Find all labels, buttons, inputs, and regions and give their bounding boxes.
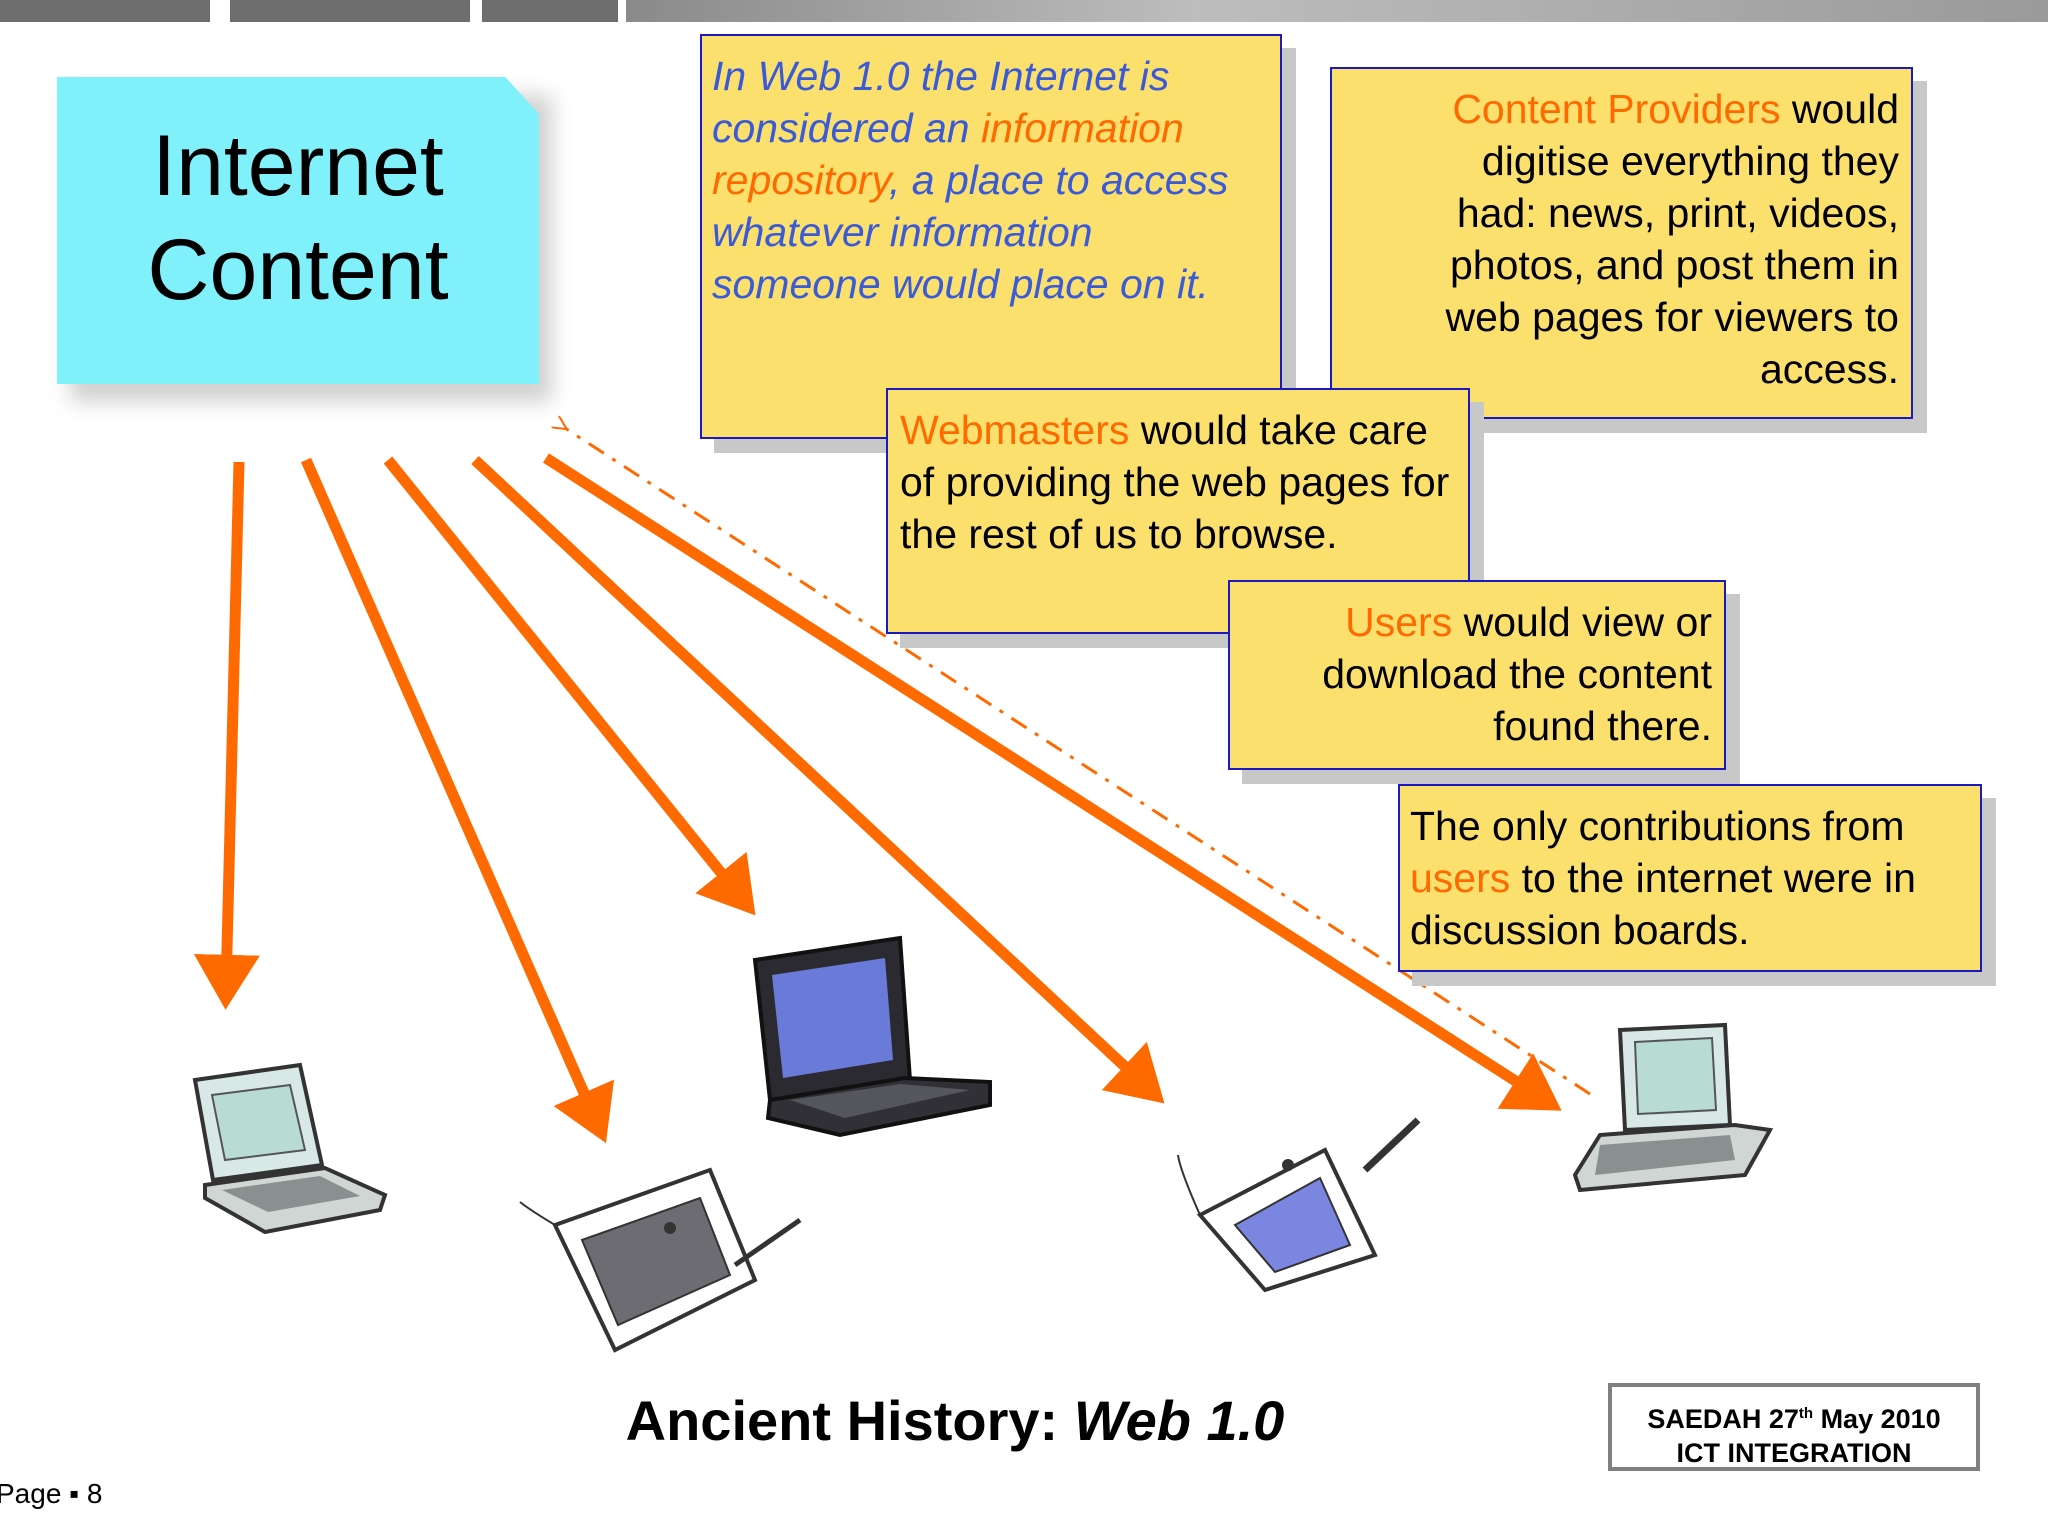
note-users-rest: would view or download the content found… xyxy=(1322,599,1712,749)
note-webmasters-highlight: Webmasters xyxy=(900,407,1130,453)
note-web10-text: In Web 1.0 the Internet is considered an… xyxy=(712,53,1229,307)
arrow-to-laptop-dark xyxy=(383,456,756,916)
top-bar-segment-1 xyxy=(0,0,210,22)
note-users-highlight: Users xyxy=(1345,599,1453,645)
note-web10-repository: In Web 1.0 the Internet is considered an… xyxy=(700,34,1282,439)
top-bar-segment-2 xyxy=(230,0,470,22)
note-users: Users would view or download the content… xyxy=(1228,580,1726,770)
dashed-return-arrow xyxy=(565,428,1591,1096)
internet-content-title: Internet Content xyxy=(57,114,539,322)
arrow-to-tablet-right xyxy=(471,455,1165,1104)
note-contributions-part2: to the internet were in discussion board… xyxy=(1410,855,1916,953)
caption-prefix: Ancient History: xyxy=(625,1389,1074,1452)
tablet-left-icon xyxy=(519,1167,802,1353)
stamp-line1-sup: th xyxy=(1798,1405,1814,1422)
arrow-to-laptop-right xyxy=(543,453,1562,1111)
laptop-dark-icon xyxy=(752,935,992,1138)
arrow-to-laptop-small xyxy=(193,461,260,1010)
note-web10-highlight: information repository xyxy=(712,105,1184,203)
laptop-small-icon xyxy=(192,1062,388,1235)
page-number: Page ▪ 8 xyxy=(0,1478,103,1509)
event-stamp: SAEDAH 27th May 2010 ICT INTEGRATION xyxy=(1608,1383,1980,1471)
stamp-line1-post: May 2010 xyxy=(1813,1404,1941,1434)
stamp-line-2: ICT INTEGRATION xyxy=(1676,1438,1912,1468)
slide-caption: Ancient History: Web 1.0 xyxy=(560,1388,1350,1453)
caption-emphasis: Web 1.0 xyxy=(1073,1389,1285,1452)
note-providers-highlight: Content Providers xyxy=(1452,86,1781,132)
arrow-to-tablet-left xyxy=(300,457,615,1144)
note-contributions-part1: The only contributions from xyxy=(1410,803,1905,849)
laptop-right-icon xyxy=(1572,1022,1774,1193)
stamp-line1-pre: SAEDAH 27 xyxy=(1647,1404,1799,1434)
title-line-1: Internet xyxy=(152,117,444,214)
top-bar-segment-4 xyxy=(626,0,2048,22)
note-webmasters-rest: would take care of providing the web pag… xyxy=(900,407,1450,557)
note-web10-part1: In Web 1.0 the Internet is considered an xyxy=(712,53,1170,151)
note-web10-part2: , a place to access whatever information… xyxy=(712,157,1229,307)
note-contributions-highlight: users xyxy=(1410,855,1511,901)
title-line-2: Content xyxy=(147,221,449,318)
top-bar-segment-3 xyxy=(482,0,618,22)
internet-content-box: Internet Content xyxy=(57,77,539,384)
note-user-contributions: The only contributions from users to the… xyxy=(1398,784,1982,972)
tablet-right-icon xyxy=(1177,1117,1421,1293)
stamp-line-1: SAEDAH 27th May 2010 xyxy=(1612,1397,1976,1436)
note-content-providers: Content Providers would digitise everyth… xyxy=(1330,67,1913,419)
note-providers-rest: would digitise everything they had: news… xyxy=(1445,86,1899,392)
